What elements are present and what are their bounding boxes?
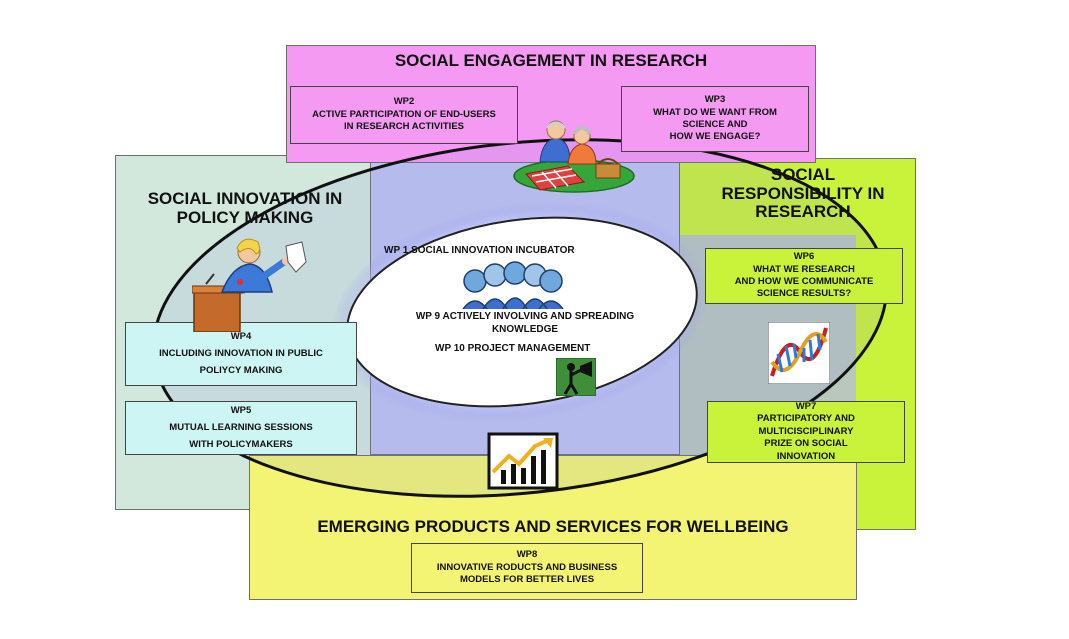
wp8-line-1: INNOVATIVE RODUCTS AND BUSINESS — [436, 561, 618, 573]
responsibility-heading: SOCIAL RESPONSIBILITY IN RESEARCH — [690, 165, 916, 222]
wp8-id: WP8 — [516, 549, 538, 561]
wp2-line-2: IN RESEARCH ACTIVITIES — [344, 121, 464, 133]
wp5-id: WP5 — [230, 404, 252, 416]
wp7-line-3: PRIZE ON SOCIAL — [764, 438, 848, 450]
responsibility-heading-line-1: SOCIAL — [770, 165, 836, 184]
megaphone-man-clipart-icon — [556, 358, 596, 396]
responsibility-heading-line-3: RESEARCH — [755, 202, 851, 222]
wp3-id: WP3 — [704, 94, 726, 106]
wp8-box: WP8 INNOVATIVE RODUCTS AND BUSINESS MODE… — [411, 543, 643, 593]
wp6-id: WP6 — [793, 251, 815, 263]
wp2-box: WP2 ACTIVE PARTICIPATION OF END-USERS IN… — [290, 86, 518, 144]
wp6-box: WP6 WHAT WE RESEARCH AND HOW WE COMMUNIC… — [705, 248, 903, 304]
wp6-line-3: SCIENCE RESULTS? — [756, 288, 852, 300]
dna-helix-clipart-icon — [768, 322, 830, 384]
wp3-box: WP3 WHAT DO WE WANT FROM SCIENCE AND HOW… — [621, 86, 809, 152]
wp3-line-2: SCIENCE AND — [682, 119, 748, 130]
wp7-id: WP7 — [795, 401, 817, 413]
wp5-line-1: MUTUAL LEARNING SESSIONS — [169, 422, 313, 434]
team-faces-clipart-icon — [462, 261, 564, 309]
engagement-heading: SOCIAL ENGAGEMENT IN RESEARCH — [394, 51, 708, 70]
wp7-line-4: INNOVATION — [776, 450, 836, 462]
policy-making-heading: SOCIAL INNOVATION IN POLICY MAKING — [115, 189, 375, 227]
wp9-line-1: WP 9 ACTIVELY INVOLVING AND SPREADING — [415, 311, 635, 322]
wp6-line-2: AND HOW WE COMMUNICATE — [734, 276, 874, 287]
wp7-box: WP7 PARTICIPATORY AND MULTICISCIPLINARY … — [707, 401, 905, 463]
wp2-line-1: ACTIVE PARTICIPATION OF END-USERS — [312, 108, 496, 120]
wp1-label: WP 1 SOCIAL INNOVATION INCUBATOR — [384, 245, 575, 256]
wp5-line-2: WITH POLICYMAKERS — [189, 438, 293, 450]
wp9-label: WP 9 ACTIVELY INVOLVING AND SPREADING KN… — [395, 311, 655, 336]
wp9-line-2: KNOWLEDGE — [491, 323, 559, 335]
wp3-line-1: WHAT DO WE WANT FROM — [653, 106, 777, 118]
wellbeing-heading: EMERGING PRODUCTS AND SERVICES FOR WELLB… — [317, 517, 789, 536]
wp7-line-1: PARTICIPATORY AND — [757, 413, 855, 425]
speaker-clipart-icon — [192, 238, 307, 332]
growth-chart-clipart-icon — [487, 432, 559, 490]
wp7-line-2: MULTICISCIPLINARY — [758, 425, 854, 437]
wp6-line-1: WHAT WE RESEARCH — [753, 263, 855, 275]
wp3-line-3: HOW WE ENGAGE? — [669, 131, 761, 143]
policy-heading-line-1: SOCIAL INNOVATION IN — [147, 189, 343, 208]
policy-heading-line-2: POLICY MAKING — [176, 207, 314, 227]
wp5-box: WP5 MUTUAL LEARNING SESSIONS WITH POLICY… — [125, 401, 357, 455]
wp4-box: WP4 INCLUDING INNOVATION IN PUBLIC POLIY… — [125, 322, 357, 386]
elderly-couple-picnic-clipart-icon — [513, 120, 635, 193]
wp10-label: WP 10 PROJECT MANAGEMENT — [435, 343, 591, 354]
wp4-line-1: INCLUDING INNOVATION IN PUBLIC — [159, 348, 323, 360]
wp4-line-2: POLIYCY MAKING — [199, 364, 283, 376]
wp2-id: WP2 — [393, 96, 415, 108]
wp4-id: WP4 — [230, 330, 252, 342]
wp8-line-2: MODELS FOR BETTER LIVES — [459, 574, 595, 586]
responsibility-heading-line-2: RESPONSIBILITY IN — [721, 183, 885, 203]
